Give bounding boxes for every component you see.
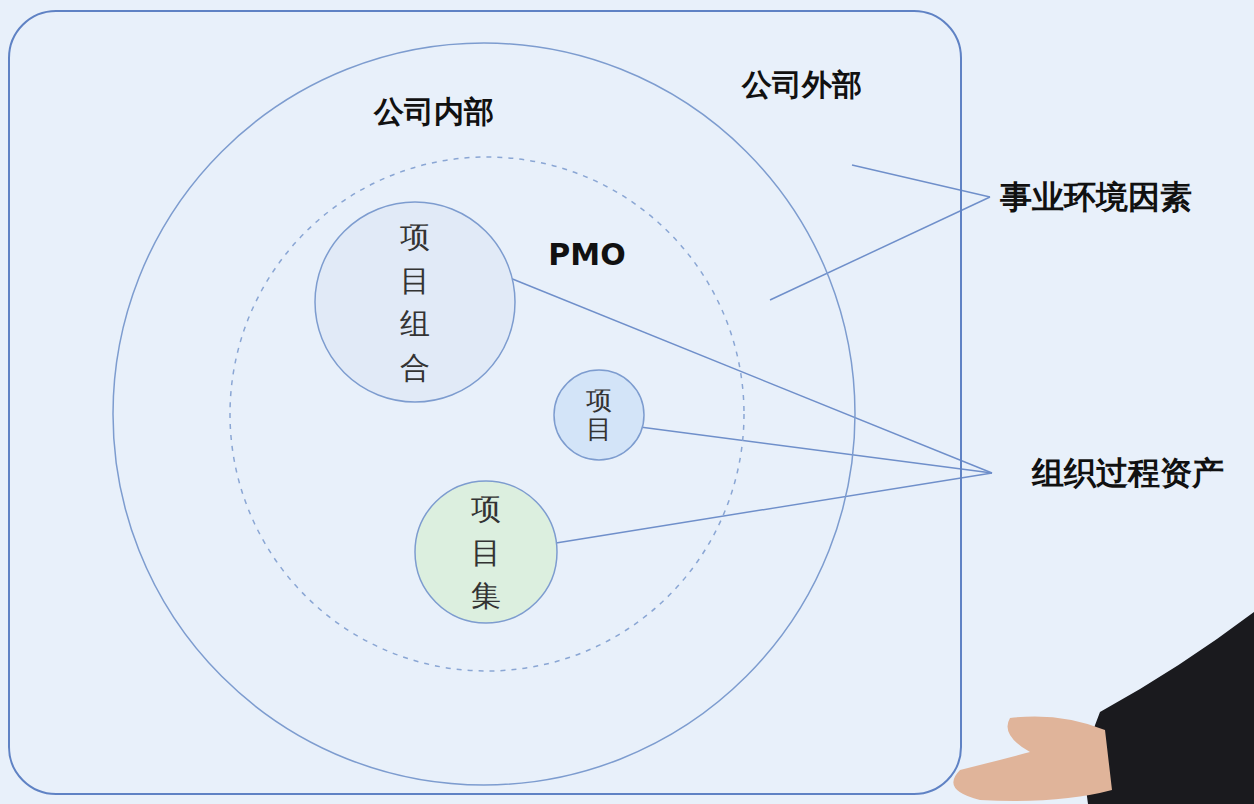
company-inside-circle: 公司内部 PMO 项目 组合项目项目 集 [112,42,856,786]
circle-label: 项目 [586,386,612,443]
project-circle: 项目 [553,369,645,461]
eef-label: 事业环境因素 [1000,176,1192,220]
region-label: PMO [548,237,625,272]
leader-line [640,427,992,473]
leader-line [510,278,992,473]
leader-line [556,473,992,543]
leader-line [770,197,990,300]
circle-shape [315,202,515,402]
presenter-body [1086,612,1254,804]
region-label: 公司外部 [742,65,862,106]
leader-line [852,165,990,197]
presenter-hand [953,717,1112,801]
pmo-circle: PMO 项目 组合项目项目 集 [229,156,745,672]
circle-label: 项目 组合 [400,215,430,389]
opa-label: 组织过程资产 [1032,452,1224,496]
circle-shape [554,370,644,460]
circle-shape [230,157,744,671]
circle-shape [415,481,557,623]
circle-shape [113,43,855,785]
company-outside-box: 公司外部公司内部 PMO 项目 组合项目项目 集 [8,10,962,795]
program-circle: 项目 集 [414,480,558,624]
circle-label: 项目 集 [471,487,501,618]
region-label: 公司内部 [374,92,494,133]
portfolio-circle: 项目 组合 [314,201,516,403]
